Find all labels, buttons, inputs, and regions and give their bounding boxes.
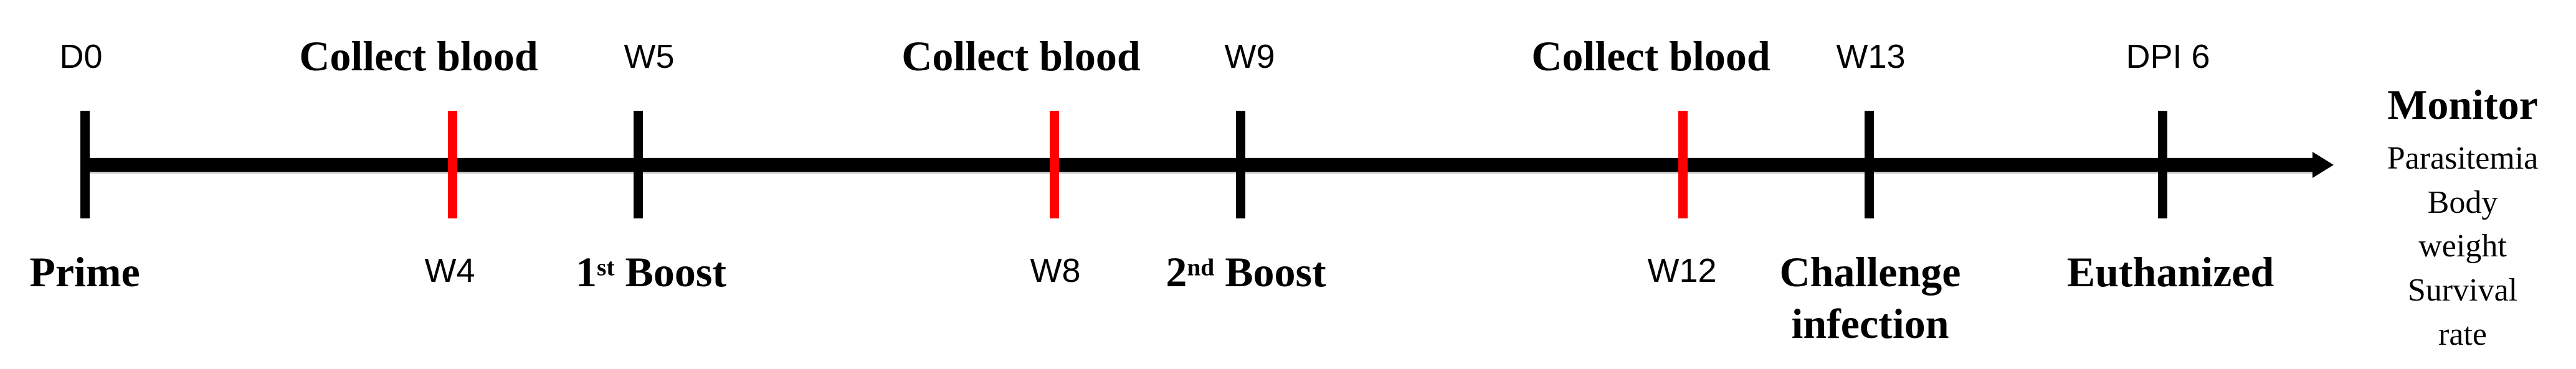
- bottom-label-dpi6: Euthanized: [2066, 248, 2274, 296]
- top-label-w5: W5: [624, 38, 675, 75]
- tick-dpi6: [2157, 111, 2167, 218]
- tick-w13: [1864, 111, 1874, 218]
- monitor-item-body-weight: Body weight: [2418, 184, 2507, 264]
- timeline-arrowhead-icon: [2312, 152, 2334, 178]
- bottom-label-w8: W8: [1030, 252, 1081, 289]
- bottom-label-w9: 2nd Boost: [1166, 248, 1326, 296]
- timeline-axis-line: [80, 158, 2315, 172]
- bottom-label-w4: W4: [424, 252, 475, 289]
- top-label-w8: Collect blood: [901, 32, 1141, 80]
- top-label-w9: W9: [1224, 38, 1275, 75]
- tick-w9: [1235, 111, 1245, 218]
- tick-w4: [447, 111, 457, 218]
- monitor-item-parasitemia: Parasitemia: [2387, 141, 2539, 176]
- monitor-item-survival-rate: Survival rate: [2407, 273, 2518, 352]
- top-label-w13: W13: [1836, 38, 1906, 75]
- tick-w8: [1049, 111, 1059, 218]
- monitor-block: Monitor Parasitemia Body weight Survival…: [2387, 83, 2539, 357]
- bottom-label-w12: W12: [1647, 252, 1717, 289]
- top-label-d0: D0: [59, 38, 103, 75]
- top-label-w12: Collect blood: [1531, 32, 1770, 80]
- monitor-title: Monitor: [2387, 81, 2538, 128]
- bottom-label-w5: 1st Boost: [576, 248, 726, 296]
- top-label-dpi6: DPI 6: [2126, 38, 2210, 75]
- top-label-w4: Collect blood: [299, 32, 538, 80]
- bottom-label-d0: Prime: [29, 248, 140, 296]
- tick-w12: [1678, 111, 1688, 218]
- tick-w5: [633, 111, 643, 218]
- tick-d0: [80, 111, 90, 218]
